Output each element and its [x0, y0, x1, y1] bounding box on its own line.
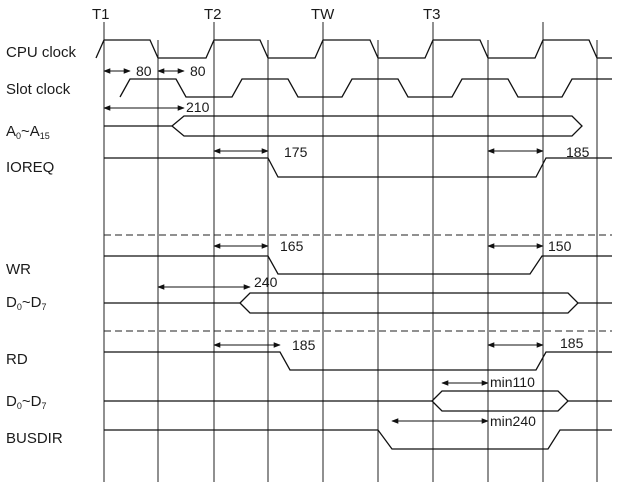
timing-label-clock-low: 80 [136, 63, 152, 79]
signal-label-data-read: D0~D7 [6, 393, 46, 411]
timing-label-busdir-delay: min240 [490, 413, 536, 429]
waveform-ioreq [104, 157, 612, 178]
waveform-rd [104, 351, 612, 371]
signal-label-rd: RD [6, 351, 28, 368]
time-grid [103, 22, 598, 482]
timing-label-rd-fall: 185 [292, 337, 316, 353]
timing-label-rd-rise: 185 [560, 335, 584, 351]
timing-annotations: 80 80 210 175 185 165 150 240 185 185 mi… [103, 63, 590, 429]
timing-label-ioreq-fall: 175 [284, 144, 308, 160]
waveform-data-read [104, 390, 612, 412]
signal-label-address: A0~A15 [6, 123, 50, 141]
timing-label-wr-fall: 165 [280, 238, 304, 254]
timing-label-wr-rise: 150 [548, 238, 572, 254]
waveform-slot-clock [119, 78, 612, 98]
timing-label-data-setup: 240 [254, 274, 278, 290]
timing-label-clock-high: 80 [190, 63, 206, 79]
waveform-wr [104, 255, 612, 275]
waveform-cpu-clock [95, 39, 612, 59]
timing-label-read-data: min110 [490, 374, 535, 390]
waveform-address-bus [104, 115, 583, 137]
signal-label-wr: WR [6, 261, 31, 278]
time-marker-t3: T3 [423, 6, 441, 23]
signal-label-busdir: BUSDIR [6, 430, 63, 447]
waveform-busdir [104, 429, 612, 450]
time-marker-t2: T2 [204, 6, 222, 23]
waveform-data-write [104, 292, 612, 314]
time-marker-tw: TW [311, 6, 335, 23]
time-marker-t1: T1 [92, 6, 110, 23]
timing-label-ioreq-rise: 185 [566, 144, 590, 160]
signal-label-cpu-clock: CPU clock [6, 44, 77, 61]
timing-label-address-setup: 210 [186, 99, 210, 115]
signal-label-ioreq: IOREQ [6, 159, 54, 176]
signal-label-slot-clock: Slot clock [6, 81, 71, 98]
signal-label-data-write: D0~D7 [6, 294, 46, 312]
